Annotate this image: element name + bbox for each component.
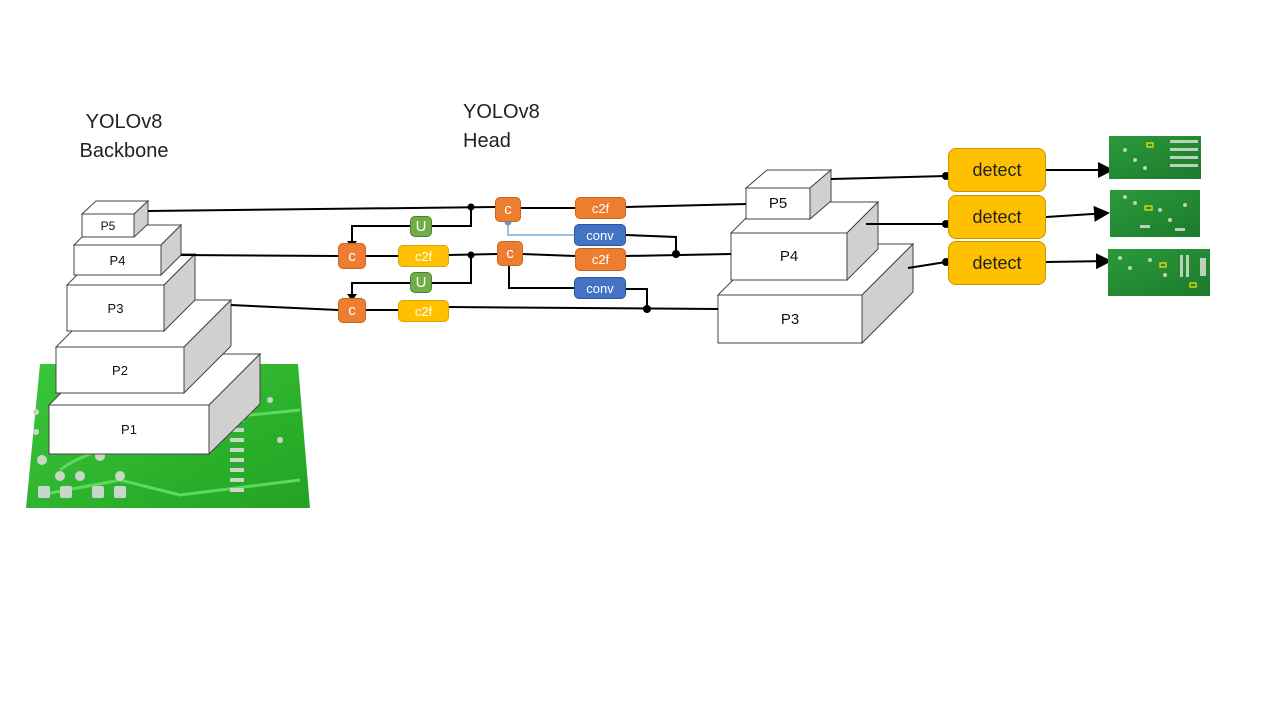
c2f-block-p3: c2f — [398, 300, 449, 322]
concat-block-p3: c — [338, 298, 366, 323]
neck-p5-box — [744, 168, 833, 221]
pcb-detection-thumbnail-icon — [1110, 190, 1200, 237]
skip-line — [507, 222, 574, 236]
backbone-title-line1: YOLOv8 — [85, 111, 163, 133]
detect-block-p5: detect — [948, 148, 1046, 192]
backbone-title-line2: Backbone — [79, 140, 169, 162]
c2f-block-p4: c2f — [398, 245, 449, 267]
backbone-p3-label: P3 — [107, 300, 124, 316]
c2f-block-p4-out: c2f — [575, 248, 626, 271]
upsample-block-2: U — [410, 272, 432, 293]
concat-block-p5-out: c — [495, 197, 521, 222]
pcb-detection-thumbnail-icon — [1108, 249, 1210, 296]
detect-block-p4: detect — [948, 195, 1046, 239]
backbone-p4-label: P4 — [109, 252, 126, 268]
backbone-p5-box — [80, 199, 150, 239]
backbone-stack — [47, 199, 262, 456]
backbone-title: YOLOv8 Backbone — [76, 108, 172, 166]
head-title: YOLOv8 Head — [463, 98, 540, 156]
upsample-block-1: U — [410, 216, 432, 237]
backbone-p1-label: P1 — [121, 422, 137, 437]
concat-block-p4-out: c — [497, 241, 523, 266]
neck-p5-label: P5 — [768, 195, 788, 212]
concat-block-p4: c — [338, 243, 366, 269]
c2f-block-p5-out: c2f — [575, 197, 626, 219]
neck-stack — [716, 168, 915, 345]
neck-p4-label: P4 — [779, 248, 799, 265]
connection-lines — [147, 162, 1114, 311]
backbone-p5-label: P5 — [100, 218, 116, 233]
pcb-detection-thumbnail-icon — [1109, 136, 1201, 179]
detect-block-p3: detect — [948, 241, 1046, 285]
arrow-head — [347, 294, 357, 301]
conv-block-2: conv — [574, 277, 626, 299]
conv-block-1: conv — [574, 224, 626, 246]
head-title-line2: Head — [463, 130, 511, 152]
neck-p3-label: P3 — [780, 310, 800, 328]
head-title-line1: YOLOv8 — [463, 101, 540, 123]
backbone-p2-label: P2 — [112, 362, 128, 378]
